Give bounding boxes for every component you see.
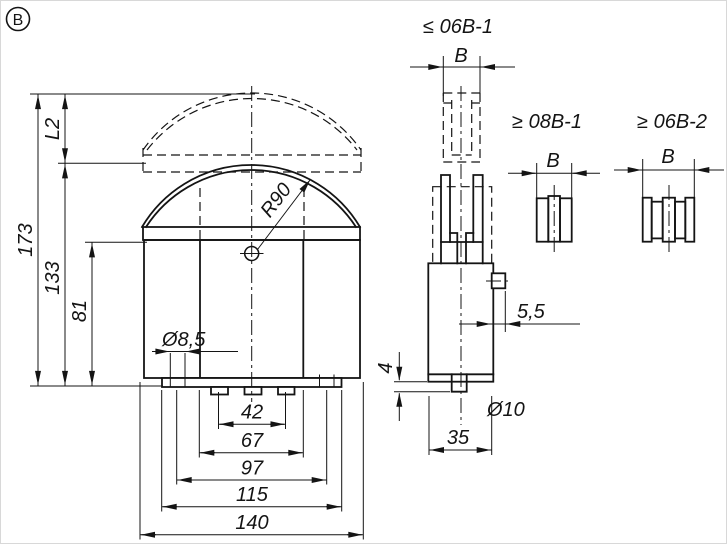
profile-single-width-label: B bbox=[546, 150, 559, 172]
detail-marker: B bbox=[5, 6, 31, 32]
dim-hole-dia: Ø8,5 bbox=[161, 329, 206, 351]
front-view-vertical-dims: 173 L2 133 81 bbox=[15, 93, 255, 387]
profile-single-title: ≥ 08B-1 bbox=[512, 111, 582, 133]
side-view: ≤ 06B-1 B 5,5 4 Ø10 bbox=[375, 16, 580, 455]
body-inner-walls bbox=[199, 239, 305, 379]
side-view-width-label: B bbox=[454, 45, 467, 67]
dim-body-height: 81 bbox=[69, 300, 91, 322]
slot-tab-left bbox=[210, 386, 229, 396]
profile-duplex-title: ≥ 06B-2 bbox=[637, 111, 707, 133]
mounting-pin bbox=[450, 373, 468, 393]
dim-body-depth: 35 bbox=[447, 427, 470, 449]
dim-pin-length: 4 bbox=[375, 362, 397, 373]
slot-tab-center bbox=[243, 386, 263, 396]
dim-overall-width: 140 bbox=[235, 512, 268, 534]
extension-lines-left bbox=[30, 93, 255, 387]
radius-label: R90 bbox=[256, 179, 296, 222]
guide-arch-outer bbox=[140, 164, 362, 229]
slot-tab-right bbox=[277, 386, 296, 396]
profile-duplex-section: ≥ 06B-2 B bbox=[614, 111, 724, 255]
dim-slot-spacing: 42 bbox=[241, 402, 263, 424]
dim-lug-offset: 5,5 bbox=[517, 301, 546, 323]
dim-pin-dia: Ø10 bbox=[486, 399, 525, 421]
radius-leader bbox=[257, 179, 311, 250]
raised-arch-ends bbox=[142, 148, 362, 172]
side-view-title: ≤ 06B-1 bbox=[423, 16, 493, 38]
profile-duplex-width-label: B bbox=[661, 146, 674, 168]
dim-total-height: 173 bbox=[15, 223, 37, 256]
hole-right-edges bbox=[319, 374, 335, 387]
profile-single-section: ≥ 08B-1 B bbox=[508, 111, 600, 255]
dim-body-width: 67 bbox=[241, 430, 264, 452]
hole-left-edges bbox=[169, 353, 186, 387]
guide-arch-inner bbox=[144, 169, 358, 229]
front-view: R90 bbox=[140, 86, 362, 402]
dim-plate-width: 115 bbox=[236, 484, 269, 506]
hidden-channel-walls bbox=[199, 188, 305, 240]
dim-l2: L2 bbox=[42, 118, 64, 140]
dim-mid-height: 133 bbox=[42, 261, 64, 294]
raised-arch-inner bbox=[146, 97, 358, 151]
detail-marker-circle bbox=[5, 6, 31, 32]
detail-marker-label: B bbox=[13, 12, 24, 29]
front-view-horizontal-dims: Ø8,5 42 67 97 115 140 bbox=[139, 329, 364, 540]
dim-hole-spacing: 97 bbox=[241, 458, 264, 480]
